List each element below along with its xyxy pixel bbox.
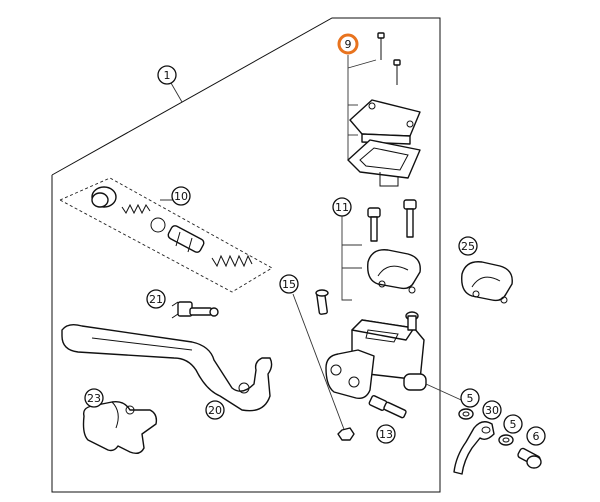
master-cylinder-body: [325, 311, 471, 405]
screw-small-2: [393, 59, 401, 85]
callout-23: 23: [84, 388, 104, 408]
callout-1: 1: [157, 65, 177, 85]
banjo-washer-2: [498, 434, 514, 446]
callout-label: 5: [467, 392, 474, 405]
part-15-pivot-pin: [292, 289, 355, 441]
callout-13: 13: [376, 424, 396, 444]
callout-label: 23: [87, 392, 101, 405]
banjo-washer-1: [458, 408, 474, 420]
piston: [167, 225, 205, 253]
callout-label: 13: [379, 428, 393, 441]
callout-label: 21: [149, 293, 163, 306]
clamp-bolt-2: [403, 199, 417, 238]
leader-1: [170, 82, 183, 103]
circlip: [150, 217, 166, 233]
callout-label: 9: [345, 38, 352, 51]
part-10-piston-kit: [58, 177, 273, 293]
part-9-cover-group: [347, 32, 421, 187]
callout-label: 15: [282, 278, 296, 291]
large-spring: [211, 254, 253, 268]
assembly-frame: [51, 17, 441, 493]
callout-label: 11: [335, 201, 349, 214]
reservoir-cover: [349, 99, 421, 145]
callout-15: 15: [279, 274, 299, 294]
reservoir-gasket: [347, 139, 421, 187]
callout-25: 25: [458, 236, 478, 256]
callout-5-upper: 5: [460, 388, 480, 408]
callout-10: 10: [171, 186, 191, 206]
callout-30: 30: [482, 400, 502, 420]
part-11-clamp-group: [341, 199, 421, 301]
part-25-clamp: [461, 261, 513, 304]
callout-6: 6: [526, 426, 546, 446]
callout-label: 6: [533, 430, 540, 443]
small-spring: [121, 203, 151, 215]
part-23-clamp-block: [82, 400, 158, 455]
callout-label: 25: [461, 240, 475, 253]
dust-boot: [91, 186, 117, 208]
callout-20: 20: [205, 400, 225, 420]
callout-label: 5: [510, 418, 517, 431]
part-30-banjo-fitting: [453, 421, 495, 475]
callout-9-highlighted: 9: [337, 33, 359, 55]
callout-label: 1: [164, 69, 171, 82]
part-21-adjuster: [171, 301, 219, 319]
callout-label: 10: [174, 190, 188, 203]
callout-5-lower: 5: [503, 414, 523, 434]
screw-small-1: [377, 32, 385, 60]
clamp-bolt-1: [367, 207, 381, 242]
callout-label: 30: [485, 404, 499, 417]
part-20-brake-lever: [61, 323, 273, 412]
handlebar-clamp: [367, 249, 421, 294]
callout-21: 21: [146, 289, 166, 309]
callout-label: 20: [208, 404, 222, 417]
pivot-nut: [337, 427, 355, 441]
part-6-banjo-bolt: [517, 447, 542, 469]
callout-11: 11: [332, 197, 352, 217]
part-13-brake-switch: [368, 395, 407, 419]
